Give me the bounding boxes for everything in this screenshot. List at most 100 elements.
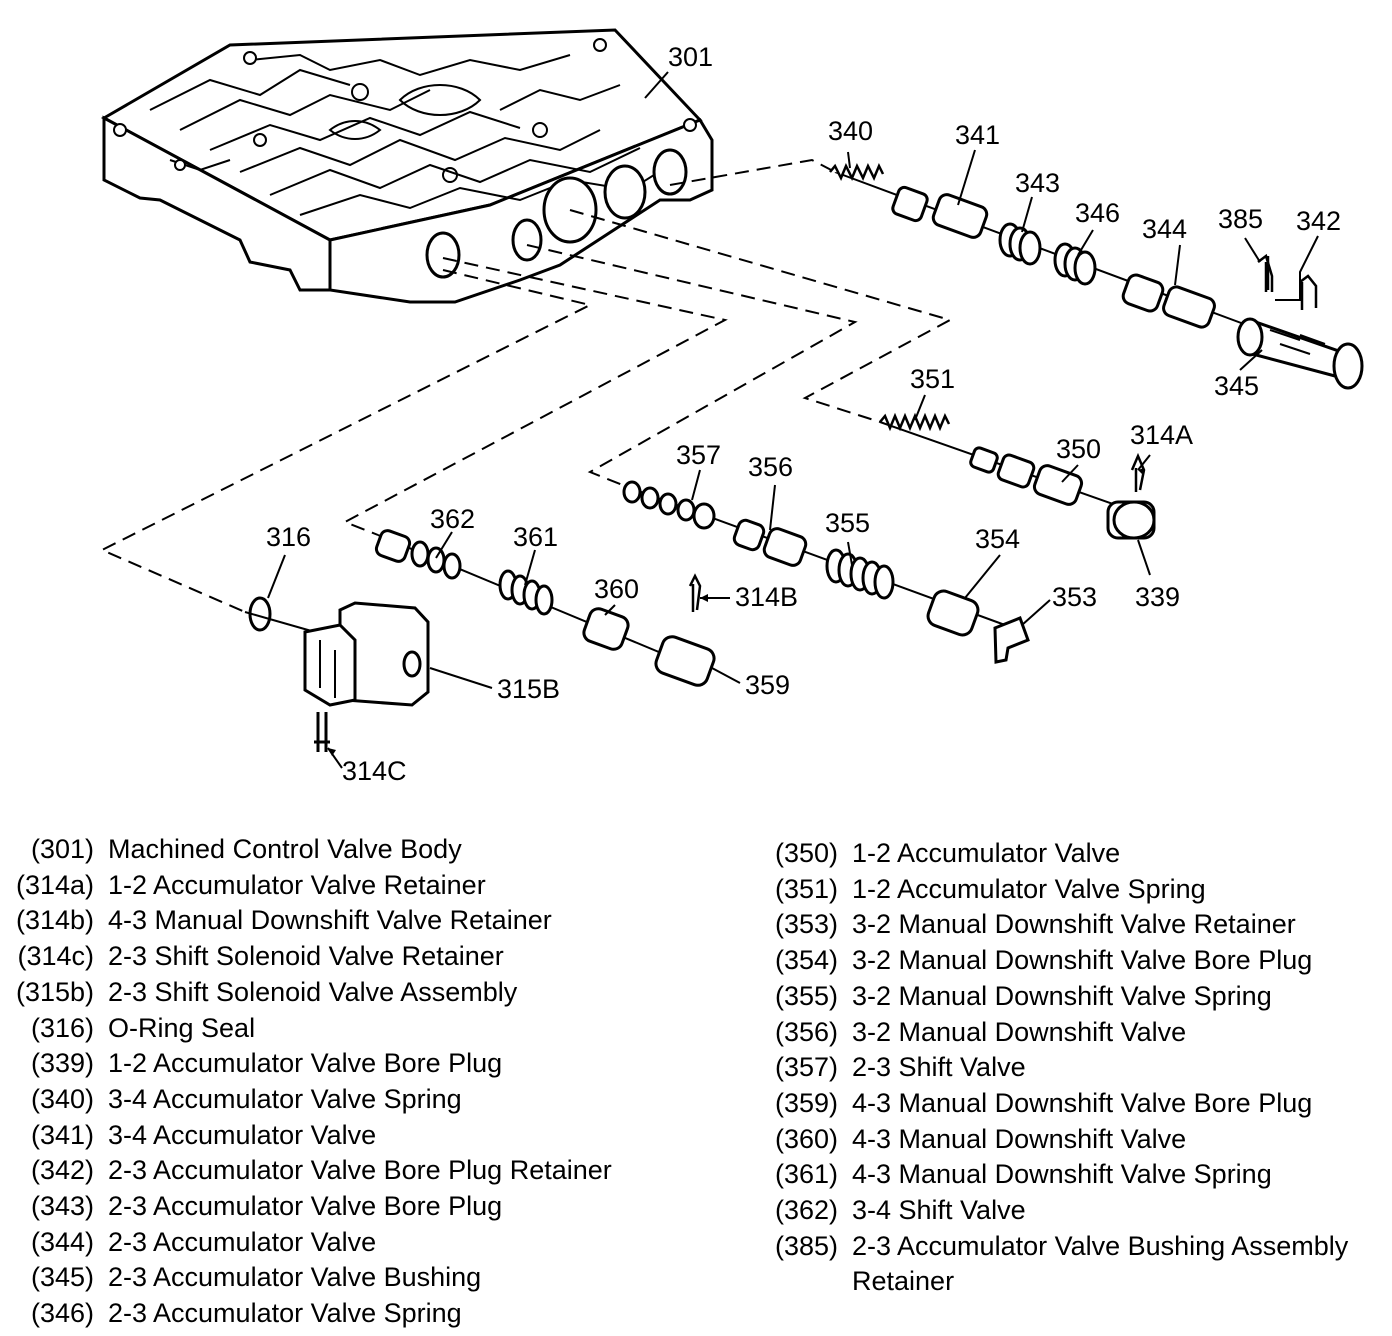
legend-code: (341) <box>30 1119 94 1150</box>
legend-item: (357) 2-3 Shift Valve <box>752 1050 1392 1086</box>
legend-item: (345)2-3 Accumulator Valve Bushing <box>2 1260 612 1296</box>
legend-description: 3-2 Manual Downshift Valve <box>852 1016 1187 1047</box>
legend-item: (343) 2-3 Accumulator Valve Bore Plug <box>2 1189 612 1225</box>
legend-code: (385) <box>774 1230 838 1261</box>
valve-362 <box>374 529 462 580</box>
legend-description: 2-3 Shift Solenoid Valve Retainer <box>108 941 504 972</box>
valve-357 <box>622 480 716 530</box>
callout-345: 345 <box>1214 371 1259 401</box>
legend-right-column: (350)1-2 Accumulator Valve (351)1-2 Accu… <box>752 836 1392 1300</box>
callout-351: 351 <box>910 364 955 394</box>
legend-item: (353)3-2 Manual Downshift Valve Retainer <box>752 907 1392 943</box>
assembly-guide-lines <box>99 158 953 613</box>
legend-description: 3-4 Shift Valve <box>852 1195 1026 1226</box>
legend-item: (351) 1-2 Accumulator Valve Spring <box>752 872 1392 908</box>
legend-description: O-Ring Seal <box>108 1012 256 1043</box>
legend-code: (314c) <box>17 941 94 972</box>
legend-description: 4-3 Manual Downshift Valve Bore Plug <box>852 1087 1313 1118</box>
legend-description: 1-2 Accumulator Valve Retainer <box>108 869 486 900</box>
callout-339: 339 <box>1135 582 1180 612</box>
callout-314B: 314B <box>735 582 798 612</box>
legend-description: 2-3 Shift Valve <box>852 1052 1026 1083</box>
retainer-314c <box>314 712 330 752</box>
legend-description: 3-4 Accumulator Valve Spring <box>108 1083 462 1114</box>
callout-342: 342 <box>1296 206 1341 236</box>
plug-339 <box>1106 500 1156 540</box>
callout-354: 354 <box>975 524 1020 554</box>
solenoid-315b <box>303 601 430 707</box>
exploded-view-diagram: 301 340 341 343 346 344 385 342 345 351 … <box>99 28 1364 786</box>
legend-code: (340) <box>30 1083 94 1114</box>
legend-code: (342) <box>30 1155 94 1186</box>
legend-code: (346) <box>30 1298 94 1329</box>
valve-356 <box>732 518 808 567</box>
legend-item: (315b) 2-3 Shift Solenoid Valve Assembly <box>2 975 612 1011</box>
legend-item: (385) 2-3 Accumulator Valve Bushing Assem… <box>752 1229 1392 1300</box>
legend-description: 1-2 Accumulator Valve Spring <box>852 873 1206 904</box>
legend-item: (362)3-4 Shift Valve <box>752 1193 1392 1229</box>
callout-353: 353 <box>1052 582 1097 612</box>
legend-description: 2-3 Shift Solenoid Valve Assembly <box>108 976 518 1007</box>
legend-item: (339) 1-2 Accumulator Valve Bore Plug <box>2 1046 612 1082</box>
legend-description: 2-3 Accumulator Valve <box>108 1226 377 1257</box>
legend-code: (314a) <box>15 869 94 900</box>
callout-362: 362 <box>430 504 475 534</box>
callout-labels: 301 340 341 343 346 344 385 342 345 351 … <box>266 42 1341 786</box>
legend-description: 4-3 Manual Downshift Valve <box>852 1123 1187 1154</box>
legend-item: (342)2-3 Accumulator Valve Bore Plug Ret… <box>2 1153 612 1189</box>
callout-359: 359 <box>745 670 790 700</box>
retainer-314b <box>688 573 702 612</box>
callout-314A: 314A <box>1130 420 1193 450</box>
legend-description: 2-3 Accumulator Valve Bore Plug <box>108 1191 503 1222</box>
legend-code: (343) <box>30 1191 94 1222</box>
callout-355: 355 <box>825 508 870 538</box>
legend-code: (361) <box>774 1159 838 1190</box>
legend-description: 2-3 Accumulator Valve Bushing Assembly R… <box>852 1230 1349 1297</box>
callout-361: 361 <box>513 522 558 552</box>
callout-314C: 314C <box>342 756 407 786</box>
legend-item: (301) Machined Control Valve Body <box>2 832 612 868</box>
valve-341 <box>891 185 989 239</box>
legend-item: (314b)4-3 Manual Downshift Valve Retaine… <box>2 903 612 939</box>
o-ring-316 <box>248 596 272 632</box>
legend-code: (315b) <box>15 976 94 1007</box>
callout-357: 357 <box>676 440 721 470</box>
callout-360: 360 <box>594 574 639 604</box>
legend-item: (314c) 2-3 Shift Solenoid Valve Retainer <box>2 939 612 975</box>
spring-355 <box>825 548 895 600</box>
legend-code: (353) <box>774 909 838 940</box>
plug-343 <box>998 222 1042 266</box>
legend-code: (360) <box>774 1123 838 1154</box>
legend-item: (341)3-4 Accumulator Valve <box>2 1118 612 1154</box>
legend-description: 1-2 Accumulator Valve Bore Plug <box>108 1048 503 1079</box>
callout-341: 341 <box>955 120 1000 150</box>
legend-code: (351) <box>774 873 838 904</box>
valve-body-301 <box>100 28 714 304</box>
legend-item: (344)2-3 Accumulator Valve <box>2 1225 612 1261</box>
legend-description: 2-3 Accumulator Valve Spring <box>108 1298 462 1329</box>
legend-code: (356) <box>774 1016 838 1047</box>
legend-code: (301) <box>30 834 94 864</box>
bushing-345 <box>1236 317 1364 390</box>
spring-351 <box>879 412 951 432</box>
leader-arrows <box>328 468 1144 756</box>
retainer-342 <box>1299 274 1318 310</box>
callout-346: 346 <box>1075 198 1120 228</box>
callout-356: 356 <box>748 452 793 482</box>
legend-item: (361) 4-3 Manual Downshift Valve Spring <box>752 1157 1392 1193</box>
legend-description: 4-3 Manual Downshift Valve Spring <box>852 1159 1272 1190</box>
plug-354 <box>926 589 980 637</box>
legend-code: (339) <box>30 1048 94 1079</box>
legend-description: 2-3 Accumulator Valve Bushing <box>108 1262 482 1293</box>
retainer-314a <box>1130 452 1146 492</box>
legend-code: (357) <box>774 1052 838 1083</box>
spring-340 <box>829 162 885 182</box>
legend-description: Machined Control Valve Body <box>108 834 462 864</box>
legend-code: (359) <box>774 1087 838 1118</box>
legend-item: (314a) 1-2 Accumulator Valve Retainer <box>2 868 612 904</box>
spring-361 <box>498 569 554 616</box>
legend-code: (354) <box>774 945 838 976</box>
legend-description: 3-2 Manual Downshift Valve Spring <box>852 980 1272 1011</box>
legend-item: (340) 3-4 Accumulator Valve Spring <box>2 1082 612 1118</box>
legend-item: (360) 4-3 Manual Downshift Valve <box>752 1122 1392 1158</box>
